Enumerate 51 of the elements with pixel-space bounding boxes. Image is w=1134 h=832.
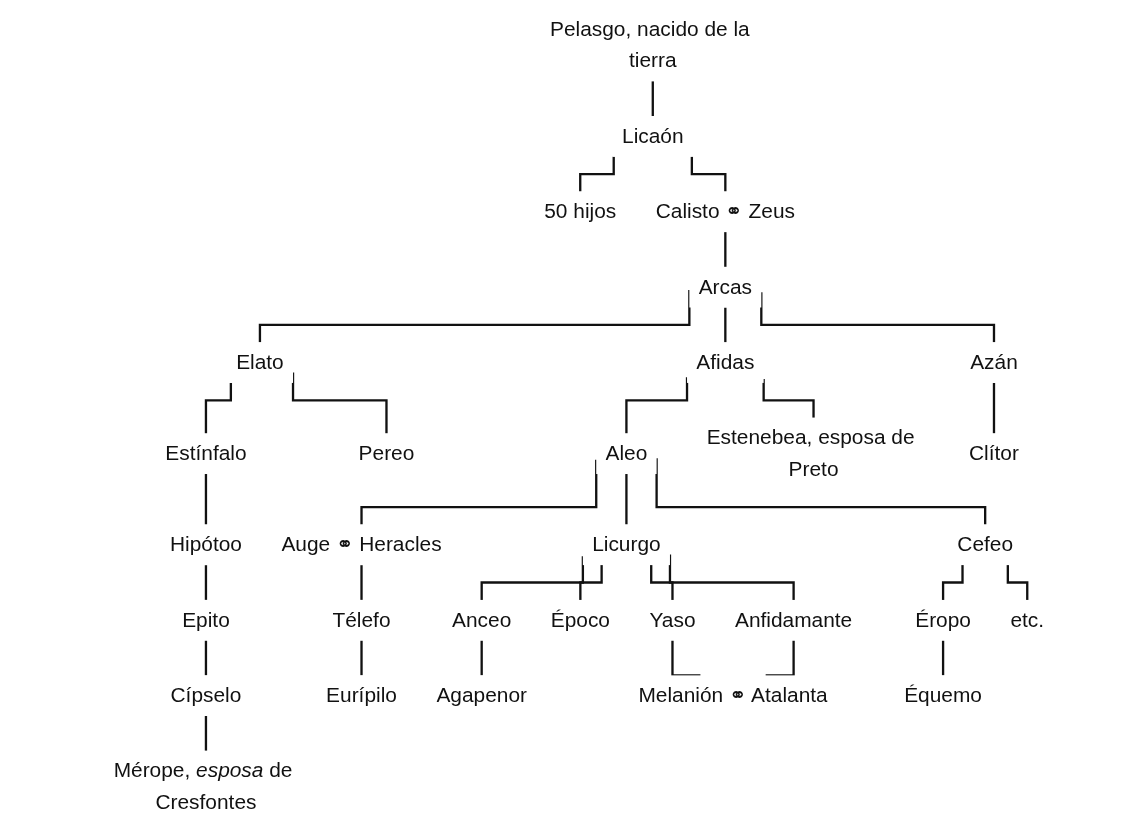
connector	[360, 565, 363, 602]
node-text: etc.	[1010, 608, 1045, 632]
node-text: Pelasgo, nacido de la tierra	[550, 17, 750, 72]
connector	[941, 640, 945, 677]
node-text: Époco	[550, 608, 610, 632]
connector	[480, 640, 483, 677]
connector	[671, 640, 701, 677]
connector	[651, 81, 654, 118]
node-text: Anfidamante	[734, 608, 853, 632]
node-text: Anceo	[452, 608, 512, 632]
connector	[1006, 565, 1029, 602]
connector	[690, 156, 727, 193]
node-text: Agapenor	[436, 683, 527, 707]
connector	[650, 565, 674, 602]
node-text: Clítor	[969, 441, 1019, 465]
connector	[941, 565, 964, 602]
node-text: Afidas	[696, 350, 755, 374]
node-text: Yaso	[649, 608, 696, 632]
node-text: Éropo	[915, 608, 971, 632]
connector	[204, 715, 208, 752]
connector	[204, 640, 208, 677]
node-text: Auge ⚭ Heracles	[281, 532, 442, 556]
connector	[625, 377, 689, 435]
connector	[762, 379, 815, 419]
node-text: Azán	[970, 350, 1018, 374]
connector	[204, 565, 208, 602]
node-text: Epito	[182, 608, 230, 632]
connector	[204, 382, 233, 435]
connector	[579, 565, 603, 602]
node-text: Licaón	[622, 124, 684, 148]
node-text: Télefo	[332, 608, 391, 632]
connector	[992, 382, 996, 435]
connector	[579, 156, 615, 193]
connector	[724, 232, 727, 269]
node-text: Pereo	[358, 441, 415, 465]
connector	[724, 307, 727, 344]
node-text: Estenebea, esposa de Preto	[706, 425, 915, 481]
node-text: Hipótoo	[169, 532, 242, 556]
node-text: Calisto ⚭ Zeus	[655, 199, 795, 223]
node-text: Mérope, esposa de Cresfontes	[113, 758, 293, 814]
connector	[765, 640, 795, 677]
connector	[625, 474, 628, 526]
node-text: Cefeo	[957, 532, 1014, 556]
connector	[668, 554, 795, 602]
connector	[204, 474, 208, 526]
node-text: Estínfalo	[165, 441, 247, 465]
node-text: Équemo	[904, 683, 982, 707]
node-text: Eurípilo	[326, 683, 397, 707]
node-text: Cípselo	[170, 683, 242, 707]
connector	[360, 640, 363, 677]
node-text: 50 hijos	[544, 199, 617, 223]
